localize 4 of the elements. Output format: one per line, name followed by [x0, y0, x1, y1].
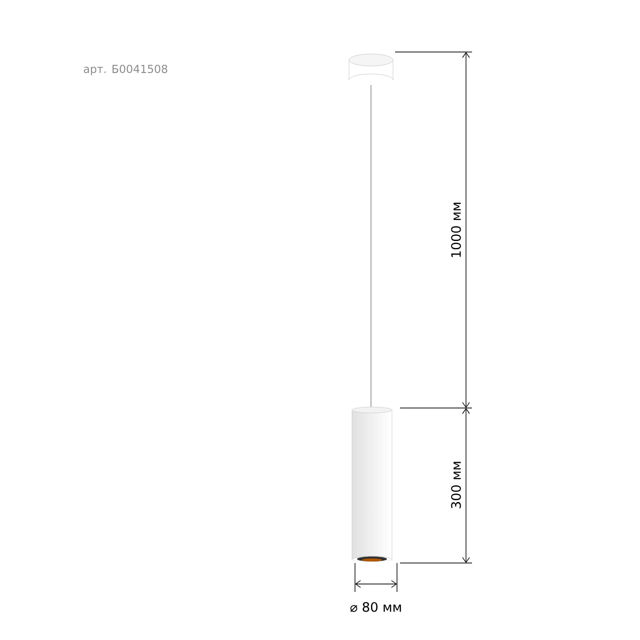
dimension-label: 300 мм	[451, 462, 461, 508]
article-number: арт. Б0041508	[84, 64, 168, 76]
dimension-label: ⌀ 80 мм	[350, 602, 401, 612]
dimension-label: 1000 мм	[451, 202, 461, 257]
